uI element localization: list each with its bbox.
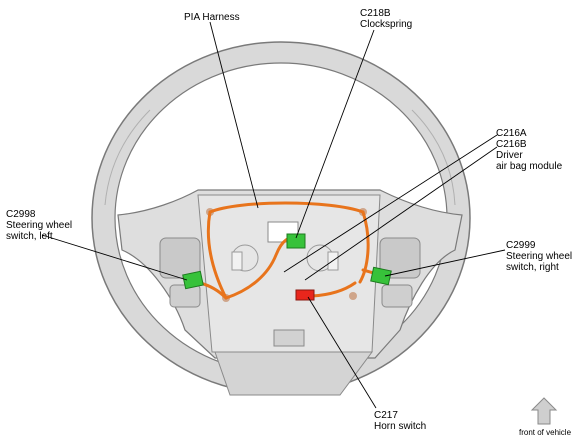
label-pia-harness: PIA Harness <box>184 12 240 23</box>
connector-c217 <box>295 289 315 301</box>
c2999-line1: Steering wheel <box>506 251 573 262</box>
c2999-line2: switch, right <box>506 262 559 273</box>
pia-harness-text: PIA Harness <box>184 12 240 23</box>
c2999-code: C2999 <box>506 240 536 251</box>
front-of-vehicle-arrow-icon <box>530 397 558 425</box>
lower-spoke <box>214 351 373 396</box>
label-c217: C217 Horn switch <box>374 410 426 432</box>
connector-c2998 <box>182 270 204 290</box>
c217-code: C217 <box>374 410 398 421</box>
label-c218b: C218B Clockspring <box>360 8 412 30</box>
steering-wheel-hub <box>117 189 463 359</box>
front-of-vehicle-label: front of vehicle <box>519 428 572 437</box>
c2998-code: C2998 <box>6 209 36 220</box>
label-c2999: C2999 Steering wheel switch, right <box>506 240 572 273</box>
leader-lines <box>41 21 506 409</box>
c218b-name: Clockspring <box>360 19 413 30</box>
connector-c2999 <box>370 266 392 286</box>
c2998-line2: switch, left <box>6 231 53 242</box>
connector-c218b <box>286 233 306 249</box>
label-c2998: C2998 Steering wheel switch, left <box>6 209 72 242</box>
label-c216a-c216b: C216A C216B Driver air bag module <box>496 128 562 172</box>
c216a-code: C216A <box>496 128 527 139</box>
c218b-code: C218B <box>360 8 391 19</box>
c216b-line1: Driver <box>496 150 523 161</box>
c216b-line2: air bag module <box>496 161 563 172</box>
c216b-code: C216B <box>496 139 527 150</box>
c217-name: Horn switch <box>374 421 427 432</box>
c2998-line1: Steering wheel <box>6 220 73 231</box>
